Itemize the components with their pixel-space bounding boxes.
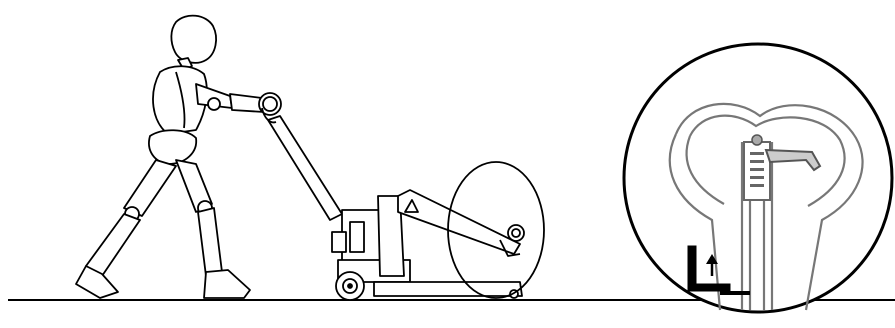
pallet-truck	[262, 108, 524, 300]
mannequin-figure	[76, 16, 281, 298]
handle-detail-inset	[624, 44, 892, 312]
